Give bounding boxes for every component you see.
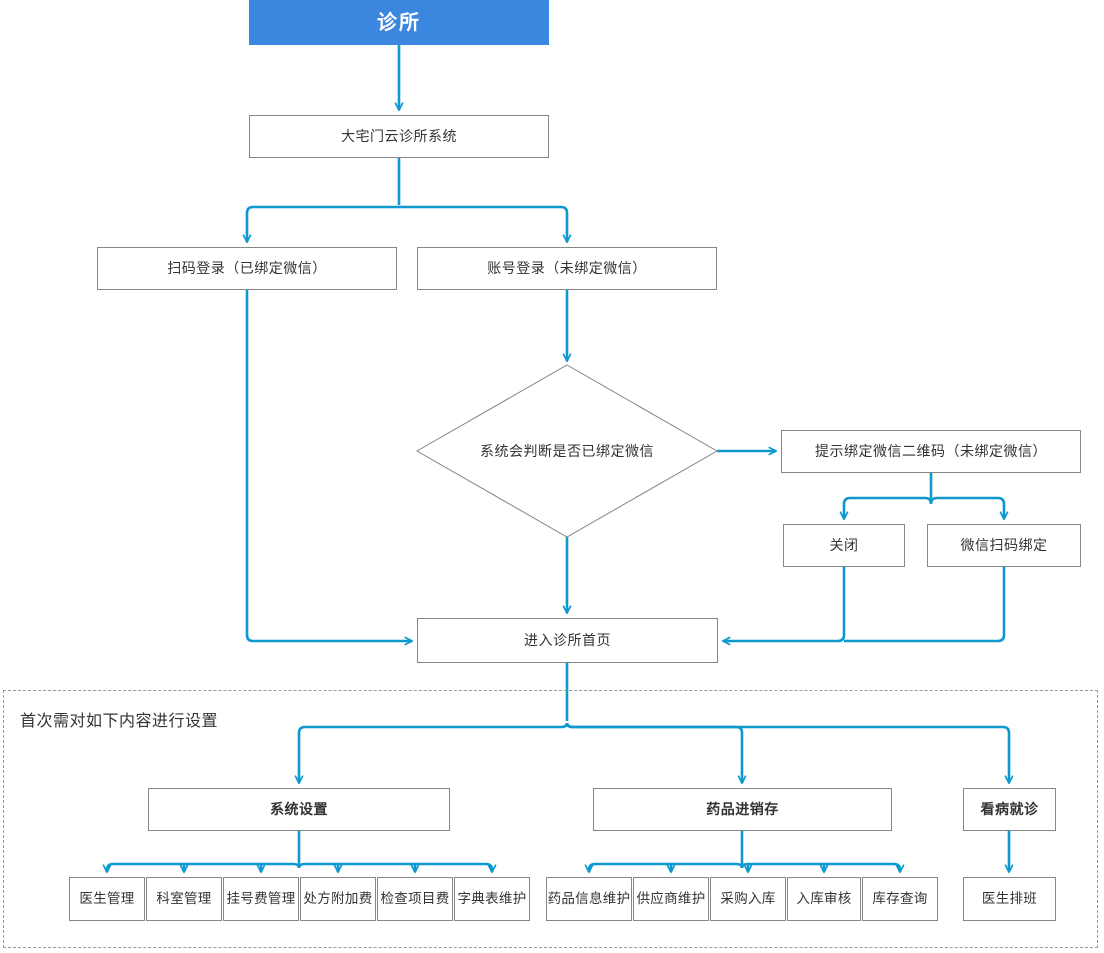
leaf-dictionary-maintenance: 字典表维护 xyxy=(454,877,530,921)
leaf-stock-query: 库存查询 xyxy=(862,877,938,921)
edge-qr-prompt-to-close xyxy=(844,496,933,519)
node-close: 关闭 xyxy=(783,524,905,567)
setup-group-title: 首次需对如下内容进行设置 xyxy=(20,713,219,730)
leaf-supplier-maintenance: 供应商维护 xyxy=(633,877,709,921)
leaf-inbound-audit: 入库审核 xyxy=(787,877,861,921)
node-home: 进入诊所首页 xyxy=(417,618,718,663)
leaf-doctor-schedule: 医生排班 xyxy=(963,877,1056,921)
leaf-drug-info-maintenance: 药品信息维护 xyxy=(546,877,632,921)
leaf-registration-fee-management: 挂号费管理 xyxy=(223,877,299,921)
leaf-department-management: 科室管理 xyxy=(146,877,222,921)
node-header-clinic: 诊所 xyxy=(249,0,549,45)
node-system: 大宅门云诊所系统 xyxy=(249,115,549,158)
setup-group-box xyxy=(3,690,1098,948)
node-drug-inventory: 药品进销存 xyxy=(593,788,892,831)
node-wechat-bind: 微信扫码绑定 xyxy=(927,524,1081,567)
node-decision-label: 系统会判断是否已绑定微信 xyxy=(480,443,654,459)
leaf-examination-item-fee: 检查项目费 xyxy=(377,877,453,921)
node-scan-login: 扫码登录（已绑定微信） xyxy=(97,247,397,290)
edge-close-to-home xyxy=(723,567,846,641)
node-account-login: 账号登录（未绑定微信） xyxy=(417,247,717,290)
edge-scan-login-to-home xyxy=(245,290,412,641)
node-qr-prompt: 提示绑定微信二维码（未绑定微信） xyxy=(781,430,1081,473)
node-visit: 看病就诊 xyxy=(963,788,1056,831)
leaf-doctor-management: 医生管理 xyxy=(69,877,145,921)
leaf-purchase-inbound: 采购入库 xyxy=(710,877,786,921)
edge-wechat-bind-to-home xyxy=(844,567,1006,643)
node-sys-settings: 系统设置 xyxy=(148,788,450,831)
leaf-prescription-surcharge: 处方附加费 xyxy=(300,877,376,921)
edge-qr-prompt-to-wechat-bind xyxy=(929,496,1004,519)
edge-system-to-scan-login xyxy=(247,205,399,242)
edge-system-to-account-login xyxy=(399,205,567,242)
